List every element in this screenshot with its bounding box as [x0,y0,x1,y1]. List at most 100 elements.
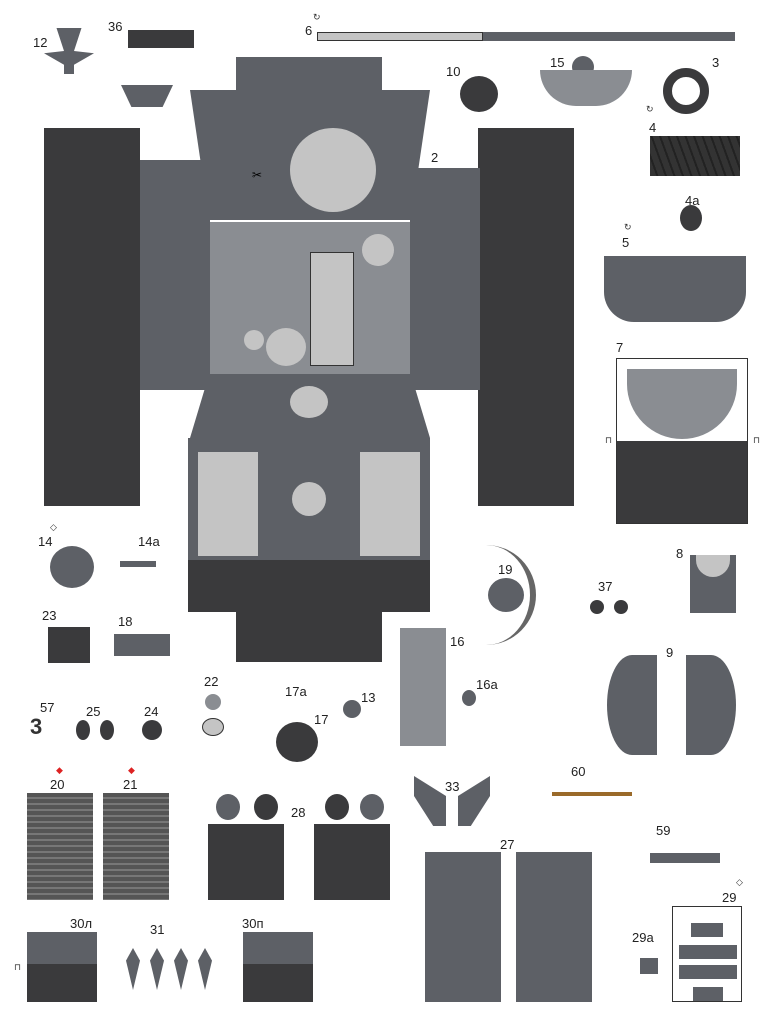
label-10: 10 [446,64,461,79]
label-24: 24 [144,704,159,719]
glue-box-icon: ◇ [50,522,57,532]
part-28d [360,794,384,820]
part-59 [650,853,720,863]
part-6 [317,32,483,41]
part-10 [460,76,498,112]
label-36: 36 [108,19,123,34]
label-29a: 29a [632,930,654,945]
part-16 [400,628,446,746]
label-16: 16 [450,634,465,649]
part-18 [114,634,170,656]
part-6-dark [483,32,735,41]
part-23 [48,627,90,663]
part-14a [120,561,156,567]
part-24 [142,720,162,740]
label-15: 15 [550,55,565,70]
fold-mark: ⊓ [605,435,613,445]
part-37b [614,600,628,614]
part-31c [174,948,188,990]
part-36 [128,30,194,48]
part-28c [325,794,349,820]
hull-rear-cutout [360,452,420,556]
part-31a [126,948,140,990]
rotate-arrow-icon: ↻ [624,222,632,232]
label-12: 12 [33,35,48,50]
label-14a: 14a [138,534,160,549]
label-5: 5 [622,235,630,250]
hull-bottom-tab [236,612,382,662]
side-panel-right [478,128,574,506]
fold-mark: ⊓ [753,435,761,445]
glue-box-icon-red: ◆ [56,765,63,775]
side-wing-left [140,160,210,390]
part-29-frame [672,906,742,1002]
label-25: 25 [86,704,101,719]
label-27: 27 [500,837,515,852]
label-18: 18 [118,614,133,629]
hull-cutout-round [266,328,306,366]
label-30l: 30л [70,916,93,931]
hull-cutout-round [362,234,394,266]
part-30p [243,932,313,1002]
rotate-arrow-icon: ↻ [646,104,654,114]
part-30l [27,932,97,1002]
hull-top [236,57,382,91]
label-17: 17 [314,712,329,727]
label-4a: 4a [685,193,700,208]
part-12 [44,28,94,74]
part-57: 3 [30,714,43,739]
hull-middle-cutout [310,252,354,366]
part-37a [590,600,604,614]
label-4: 4 [649,120,657,135]
label-29: 29 [722,890,737,905]
part-28-left [208,824,284,900]
part-9-right [686,655,736,755]
part-31d [198,948,212,990]
part-8 [690,555,736,613]
part-4a [680,205,702,231]
label-37: 37 [598,579,613,594]
part-29a [640,958,658,974]
part-7-base [617,441,747,523]
part-27-right [516,852,592,1002]
fold-mark: ⊓ [14,962,22,972]
label-23: 23 [42,608,57,623]
side-wing-right [410,168,480,390]
hull-cutout-round [292,482,326,516]
hull-bottom [188,560,430,612]
label-19: 19 [498,562,513,577]
part-4 [650,136,740,176]
hull-rear-cutout [198,452,258,556]
label-59: 59 [656,823,671,838]
label-20: 20 [50,777,65,792]
part-31b [150,948,164,990]
rotate-arrow-icon: ↻ [313,12,321,22]
part-16a [462,690,476,706]
part-5 [604,256,746,322]
label-33: 33 [445,779,460,794]
part-22 [205,694,221,710]
part-25a [76,720,90,740]
label-13: 13 [361,690,376,705]
part-33-right [458,776,490,826]
part-33-left [414,776,446,826]
part-28b [254,794,278,820]
part-15-arc [540,70,632,106]
label-22: 22 [204,674,219,689]
glue-box-icon: ◇ [736,877,743,887]
label-30p: 30п [242,916,264,931]
label-60: 60 [571,764,586,779]
part-14 [50,546,94,588]
hull-hatch-cutout [290,128,376,212]
hull-cutout-round [290,386,328,418]
label-8: 8 [676,546,684,561]
part-22b [202,718,224,736]
part-17 [276,722,318,762]
label-14: 14 [38,534,53,549]
part-7-ring [627,369,737,439]
part-27-left [425,852,501,1002]
scissors-icon: ✂ [252,168,263,182]
label-3: 3 [712,55,720,70]
label-7: 7 [616,340,624,355]
label-2: 2 [431,150,439,165]
